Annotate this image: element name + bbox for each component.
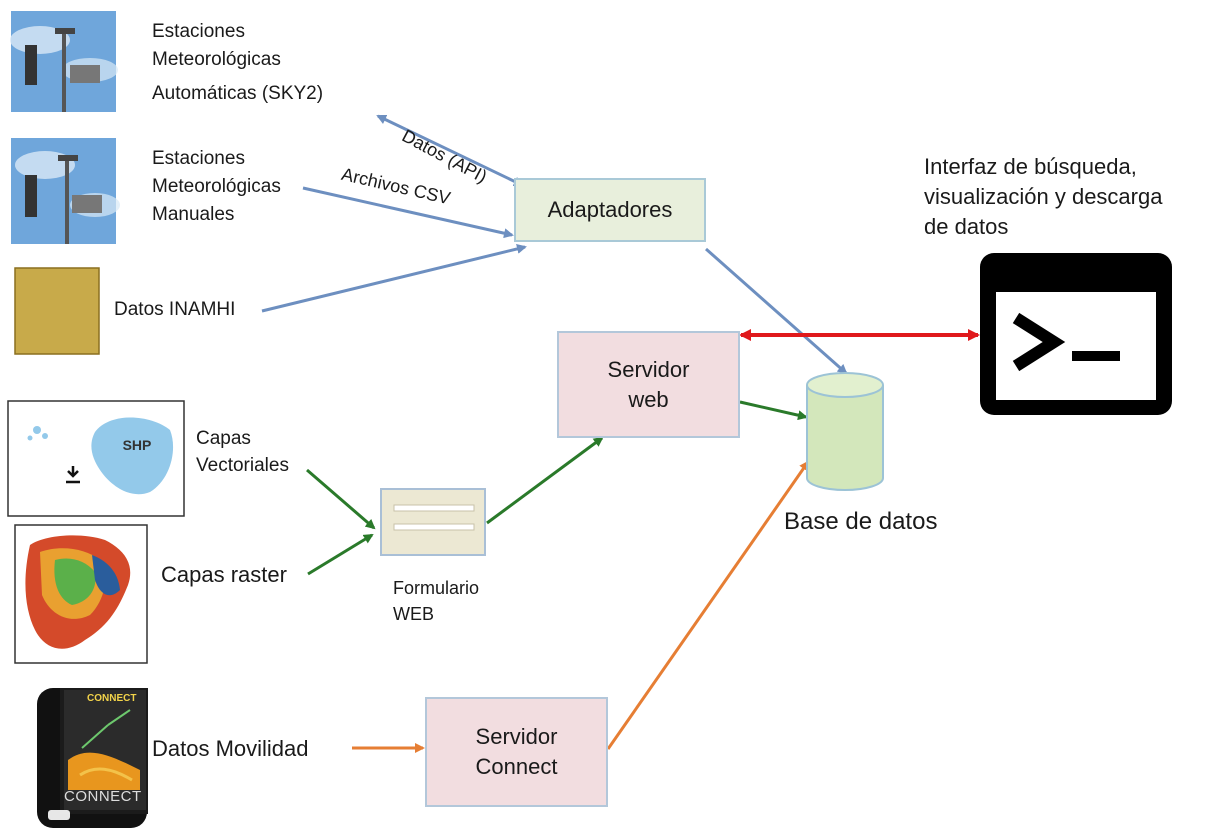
manual-stations-line1: Estaciones xyxy=(152,148,245,169)
arrow-web-db xyxy=(739,400,808,421)
interface-line1: Interfaz de búsqueda, xyxy=(924,154,1137,179)
web-form-line1: Formulario xyxy=(393,578,480,598)
interface-line2: visualización y descarga xyxy=(924,184,1163,209)
raster-layers-label: Capas raster xyxy=(161,562,287,587)
connect-logo: CONNECT xyxy=(64,788,142,805)
vector-layers-label: Capas Vectoriales xyxy=(196,425,289,479)
web-form-icon xyxy=(380,488,486,556)
auto-stations-line3: Automáticas (SKY2) xyxy=(152,83,324,104)
database-label: Base de datos xyxy=(784,508,938,535)
adapters-node: Adaptadores xyxy=(514,178,706,242)
inamhi-square xyxy=(14,267,100,355)
web-server-line1: Servidor xyxy=(607,356,690,382)
manual-stations-line2: Meteorológicas xyxy=(152,176,281,197)
arrow-raster-form xyxy=(307,533,374,576)
terminal-icon xyxy=(980,253,1172,415)
web-server-line2: web xyxy=(628,386,669,412)
connect-logo-small: CONNECT xyxy=(87,693,137,704)
inamhi-label: Datos INAMHI xyxy=(114,299,236,320)
database-icon xyxy=(806,372,884,491)
shp-badge: SHP xyxy=(122,437,152,453)
arrow-connect-db xyxy=(606,460,810,750)
auto-stations-label: Estaciones Meteorológicas Automáticas (S… xyxy=(152,18,323,108)
web-form-label: Formulario WEB xyxy=(393,575,479,627)
weather-station-auto-photo xyxy=(10,11,118,112)
arrow-vector-form xyxy=(306,468,376,530)
web-server-node: Servidor web xyxy=(557,331,740,438)
arrow-inamhi xyxy=(261,244,527,313)
raster-layer-thumbnail xyxy=(14,524,148,664)
connect-server-line2: Connect xyxy=(475,754,558,779)
auto-stations-line2: Meteorológicas xyxy=(152,49,281,70)
vector-layers-line1: Capas xyxy=(196,428,251,449)
manual-stations-label: Estaciones Meteorológicas Manuales xyxy=(152,145,281,229)
arrow-form-web xyxy=(486,436,604,525)
manual-stations-line3: Manuales xyxy=(152,204,235,225)
phone-icon xyxy=(37,688,148,828)
web-form-line2: WEB xyxy=(393,604,435,624)
vector-layers-line2: Vectoriales xyxy=(196,455,289,476)
interface-line3: de datos xyxy=(924,214,1009,239)
auto-stations-line1: Estaciones xyxy=(152,21,245,42)
connect-server-node: Servidor Connect xyxy=(425,697,608,807)
mobility-label: Datos Movilidad xyxy=(152,736,309,761)
interface-label: Interfaz de búsqueda, visualización y de… xyxy=(924,152,1162,242)
weather-station-manual-photo xyxy=(11,138,120,244)
connect-server-line1: Servidor xyxy=(475,724,558,749)
